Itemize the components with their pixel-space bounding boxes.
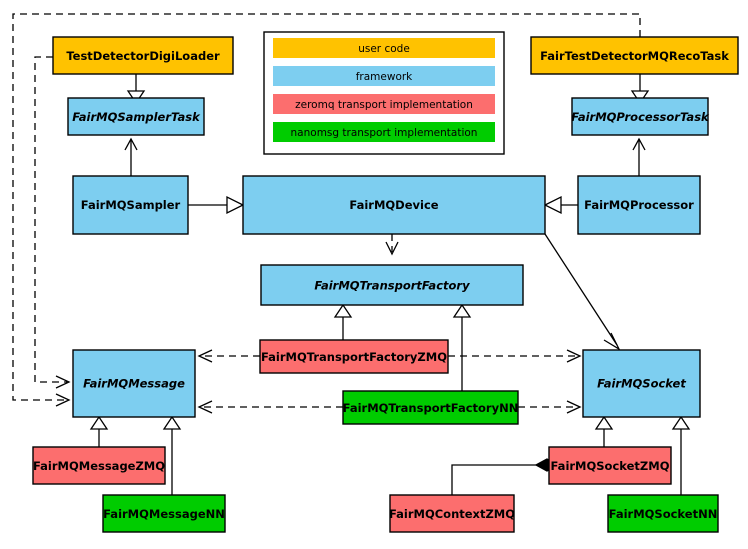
class-box-fairmqmessagenn[interactable] <box>102 494 226 533</box>
class-node-fairmqmessage[interactable]: FairMQMessage <box>72 349 196 418</box>
class-node-fairmqsampler[interactable]: FairMQSampler <box>72 175 189 235</box>
class-label-fairmqsocketnn: FairMQSocketNN <box>609 507 718 521</box>
legend-label-nanomsg: nanomsg transport implementation <box>291 127 478 139</box>
class-label-fairmqsocket: FairMQSocket <box>597 377 686 391</box>
class-node-fairmqsamplertask[interactable]: FairMQSamplerTask <box>67 97 205 136</box>
edge-recotask-to-message <box>12 13 641 407</box>
edge-messagenn-to-message <box>162 415 182 495</box>
edge-socketnn-to-socket <box>671 415 691 495</box>
edge-tfnn-to-transportfactory <box>452 303 472 391</box>
legend: user code framework zeromq transport imp… <box>263 31 505 155</box>
edge-tfzmq-to-socket <box>448 349 582 363</box>
class-label-fairmqprocessor: FairMQProcessor <box>584 198 694 212</box>
class-box-fairmqdevice[interactable] <box>242 175 546 235</box>
class-box-fairmqtransportfactory[interactable] <box>260 264 524 306</box>
class-box-fairmqmessagezmq[interactable] <box>32 446 166 485</box>
class-label-fairmqmessage: FairMQMessage <box>83 377 185 391</box>
class-label-fairmqcontextzmq: FairMQContextZMQ <box>389 507 515 521</box>
class-node-fairmqtransportfactory[interactable]: FairMQTransportFactory <box>260 264 524 306</box>
edge-tfzmq-to-transportfactory <box>333 303 353 340</box>
class-label-testdetectordigiloader: TestDetectorDigiLoader <box>66 49 220 63</box>
class-label-fairmqmessagenn: FairMQMessageNN <box>103 507 225 521</box>
class-box-fairmqsamplertask[interactable] <box>67 97 205 136</box>
edge-tfzmq-to-message <box>197 349 260 363</box>
edge-messagezmq-to-message <box>89 415 109 447</box>
edge-digiloader-to-message <box>34 56 71 389</box>
legend-swatch-nanomsg <box>273 122 495 142</box>
edge-contextzmq-to-socketzmq <box>451 458 560 495</box>
class-node-fairmqtransportfactoryzmq[interactable]: FairMQTransportFactoryZMQ <box>259 339 449 374</box>
class-label-fairmqsampler: FairMQSampler <box>81 198 181 212</box>
legend-item-zeromq: zeromq transport implementation <box>273 94 495 114</box>
class-label-fairmqmessagezmq: FairMQMessageZMQ <box>33 459 165 473</box>
class-label-fairmqtransportfactoryzmq: FairMQTransportFactoryZMQ <box>261 350 447 364</box>
class-node-fairmqsocketnn[interactable]: FairMQSocketNN <box>607 494 719 533</box>
class-label-fairtestdetectormqrecotask: FairTestDetectorMQRecoTask <box>540 49 729 63</box>
class-box-fairmqsocket[interactable] <box>582 349 701 418</box>
class-node-fairmqprocessor[interactable]: FairMQProcessor <box>577 175 701 235</box>
node-layer: TestDetectorDigiLoader FairTestDetectorM… <box>32 36 739 533</box>
class-label-fairmqtransportfactorynn: FairMQTransportFactoryNN <box>343 401 519 415</box>
edge-device-to-transportfactory <box>385 234 399 256</box>
legend-item-framework: framework <box>273 66 495 86</box>
edge-device-to-socket <box>544 233 621 351</box>
class-node-fairmqprocessortask[interactable]: FairMQProcessorTask <box>571 97 710 136</box>
class-node-fairmqcontextzmq[interactable]: FairMQContextZMQ <box>389 494 515 533</box>
edge-digiloader-to-samplertask <box>126 74 146 105</box>
class-box-fairmqsocketzmq[interactable] <box>548 446 672 485</box>
edge-socketzmq-to-socket <box>594 415 614 447</box>
class-box-fairmqsampler[interactable] <box>72 175 189 235</box>
class-box-testdetectordigiloader[interactable] <box>52 36 234 75</box>
class-node-fairtestdetectormqrecotask[interactable]: FairTestDetectorMQRecoTask <box>530 36 739 75</box>
edge-tfnn-to-message <box>197 400 343 414</box>
edge-sampler-to-device <box>188 195 245 215</box>
class-box-fairmqtransportfactorynn[interactable] <box>342 390 519 425</box>
class-label-fairmqsamplertask: FairMQSamplerTask <box>72 110 201 124</box>
class-node-testdetectordigiloader[interactable]: TestDetectorDigiLoader <box>52 36 234 75</box>
legend-swatch-framework <box>273 66 495 86</box>
legend-item-nanomsg: nanomsg transport implementation <box>273 122 495 142</box>
class-box-fairmqprocessor[interactable] <box>577 175 701 235</box>
class-node-fairmqmessagenn[interactable]: FairMQMessageNN <box>102 494 226 533</box>
legend-item-user-code: user code <box>273 38 495 58</box>
class-box-fairtestdetectormqrecotask[interactable] <box>530 36 739 75</box>
class-label-fairmqdevice: FairMQDevice <box>349 198 438 212</box>
class-label-fairmqprocessortask: FairMQProcessorTask <box>571 110 710 124</box>
edge-processor-to-processortask <box>632 137 646 176</box>
class-box-fairmqmessage[interactable] <box>72 349 196 418</box>
edge-recotask-to-processortask <box>630 74 650 105</box>
class-box-fairmqcontextzmq[interactable] <box>389 494 515 533</box>
legend-label-user-code: user code <box>358 43 410 55</box>
class-node-fairmqdevice[interactable]: FairMQDevice <box>242 175 546 235</box>
legend-label-zeromq: zeromq transport implementation <box>295 99 473 111</box>
class-node-fairmqsocketzmq[interactable]: FairMQSocketZMQ <box>548 446 672 485</box>
edge-tfnn-to-socket <box>518 400 582 414</box>
class-node-fairmqsocket[interactable]: FairMQSocket <box>582 349 701 418</box>
class-label-fairmqtransportfactory: FairMQTransportFactory <box>314 279 470 293</box>
class-box-fairmqsocketnn[interactable] <box>607 494 719 533</box>
edge-layer: |> FairMQSamplerTask (generalization, ve… <box>12 13 691 495</box>
legend-swatch-user-code <box>273 38 495 58</box>
edge-sampler-to-samplertask <box>124 137 138 176</box>
class-label-fairmqsocketzmq: FairMQSocketZMQ <box>551 459 670 473</box>
legend-label-framework: framework <box>356 71 413 83</box>
edge-processor-to-device <box>543 195 578 215</box>
class-box-fairmqtransportfactoryzmq[interactable] <box>259 339 449 374</box>
legend-swatch-zeromq <box>273 94 495 114</box>
class-node-fairmqtransportfactorynn[interactable]: FairMQTransportFactoryNN <box>342 390 519 425</box>
class-node-fairmqmessagezmq[interactable]: FairMQMessageZMQ <box>32 446 166 485</box>
class-box-fairmqprocessortask[interactable] <box>571 97 709 136</box>
